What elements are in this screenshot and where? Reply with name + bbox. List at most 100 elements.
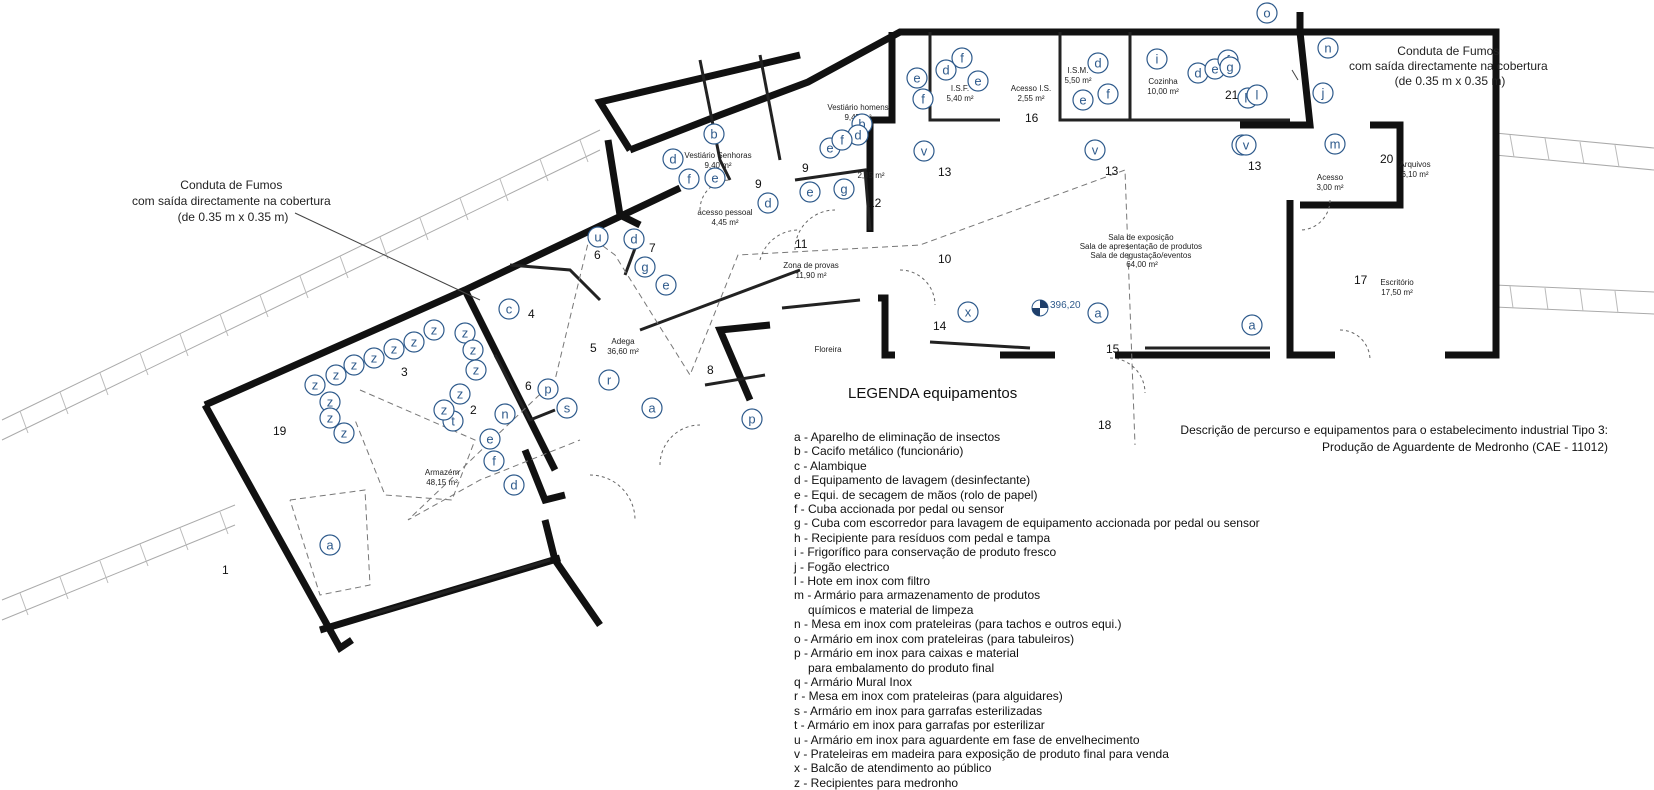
equipment-marker-m: m — [1324, 133, 1346, 155]
svg-text:z: z — [371, 351, 378, 366]
equipment-marker-x: x — [957, 301, 979, 323]
svg-text:d: d — [764, 196, 771, 211]
legend-item: i - Frigorífico para conservação de prod… — [794, 545, 1057, 560]
room-8-number: 8 — [707, 363, 714, 377]
svg-text:e: e — [1211, 62, 1218, 77]
equipment-marker-a: a — [319, 534, 341, 556]
partitions — [493, 32, 1290, 422]
svg-text:b: b — [858, 117, 865, 132]
equipment-marker-u: u — [587, 226, 609, 248]
elevation-marker: 396,20 — [1031, 299, 1081, 317]
equipment-marker-z: z — [433, 399, 455, 421]
equipment-marker-f: f — [483, 450, 505, 472]
equipment-marker-p: p — [741, 408, 763, 430]
legend-item: v - Prateleiras em madeira para exposiçã… — [794, 746, 1169, 761]
equipment-marker-b: b — [703, 123, 725, 145]
svg-text:m: m — [1330, 137, 1341, 152]
svg-text:n: n — [1324, 41, 1331, 56]
equipment-marker-e: e — [704, 167, 726, 189]
svg-text:e: e — [913, 71, 920, 86]
legend-item: f - Cuba accionada por pedal ou sensor — [794, 502, 1005, 517]
equipment-marker-l: l — [1246, 84, 1268, 106]
equipment-marker-j: j — [1312, 82, 1334, 104]
floreira-label: Floreira — [814, 345, 842, 354]
equipment-marker-d: d — [1087, 52, 1109, 74]
svg-text:e: e — [1079, 93, 1086, 108]
legend-item: a - Aparelho de eliminação de insectos — [794, 430, 1001, 444]
ism-label: I.S.M.5,50 m² — [1064, 66, 1091, 85]
room-16-number: 16 — [1025, 111, 1039, 125]
svg-text:z: z — [327, 395, 334, 410]
equipment-marker-e: e — [906, 67, 928, 89]
room-13a-number: 13 — [938, 165, 952, 179]
equipment-marker-g: g — [833, 178, 855, 200]
equipment-marker-z: z — [449, 383, 471, 405]
acesso-is-label: Acesso I.S.2,55 m² — [1011, 84, 1051, 103]
room-3-number: 3 — [401, 365, 408, 379]
svg-text:d: d — [1094, 56, 1101, 71]
svg-text:g: g — [1226, 60, 1233, 75]
legend-item: g - Cuba com escorredor para lavagem de … — [794, 516, 1260, 531]
sala-exposicao-label: Sala de exposição Sala de apresentação d… — [1080, 233, 1205, 269]
isf-label: I.S.F.5,40 m² — [946, 84, 973, 103]
room-21-number: 21 — [1225, 88, 1239, 102]
svg-text:f: f — [840, 133, 844, 148]
legend-item: z - Recipientes para medronho — [794, 775, 959, 790]
equipment-marker-z: z — [333, 422, 355, 444]
equipment-marker-z: z — [403, 331, 425, 353]
equipment-marker-n: n — [1317, 37, 1339, 59]
svg-text:i: i — [1156, 52, 1159, 67]
svg-text:f: f — [921, 92, 925, 107]
equipment-marker-e: e — [799, 181, 821, 203]
svg-text:z: z — [462, 326, 469, 341]
svg-text:e: e — [662, 278, 669, 293]
legend-item: e - Equi. de secagem de mãos (rolo de pa… — [794, 487, 1038, 502]
equipment-marker-z: z — [343, 354, 365, 376]
legend-item: r - Mesa em inox com prateleiras (para a… — [794, 689, 1063, 704]
svg-text:f: f — [960, 51, 964, 66]
equipment-marker-e: e — [967, 70, 989, 92]
legend-item: h - Recipiente para resíduos com pedal e… — [794, 530, 1051, 545]
equipment-marker-f: f — [912, 88, 934, 110]
svg-text:z: z — [351, 358, 358, 373]
fume-leader-right — [1291, 69, 1299, 81]
room-13c-number: 13 — [1248, 159, 1262, 173]
fume-leader-left — [294, 212, 481, 301]
equipment-marker-c: c — [498, 298, 520, 320]
legend-item: b - Cacifo metálico (funcionário) — [794, 444, 964, 459]
svg-text:d: d — [630, 232, 637, 247]
legend-item: u - Armário em inox para aguardente em f… — [794, 732, 1140, 747]
svg-text:f: f — [492, 454, 496, 469]
circulation-path — [289, 169, 1136, 596]
legend-item: j - Fogão electrico — [794, 559, 890, 574]
svg-text:z: z — [457, 387, 464, 402]
svg-text:a: a — [326, 538, 334, 553]
svg-text:e: e — [806, 185, 813, 200]
equipment-marker-f: f — [951, 47, 973, 69]
svg-text:e: e — [486, 432, 493, 447]
svg-text:s: s — [564, 401, 571, 416]
legend-item: l - Hote em inox com filtro — [794, 574, 931, 589]
svg-text:g: g — [840, 182, 847, 197]
room-2-number: 2 — [470, 403, 477, 417]
equipment-marker-e: e — [1072, 89, 1094, 111]
svg-text:v: v — [921, 144, 928, 159]
equipment-marker-f: f — [678, 168, 700, 190]
equipment-marker-f: f — [831, 129, 853, 151]
svg-text:v: v — [1243, 138, 1250, 153]
legend-item-continuation: químicos e material de limpeza — [808, 602, 974, 617]
room-12-number: 12 — [868, 196, 882, 210]
svg-text:z: z — [431, 323, 438, 338]
legend-item: c - Alambique — [794, 458, 867, 473]
equipment-marker-d: d — [503, 474, 525, 496]
equipment-marker-e: e — [479, 428, 501, 450]
legend-item: t - Armário em inox para garrafas por es… — [794, 718, 1045, 733]
fume-note-left: Conduta de Fumos com saída directamente … — [132, 178, 334, 224]
equipment-marker-n: n — [494, 403, 516, 425]
